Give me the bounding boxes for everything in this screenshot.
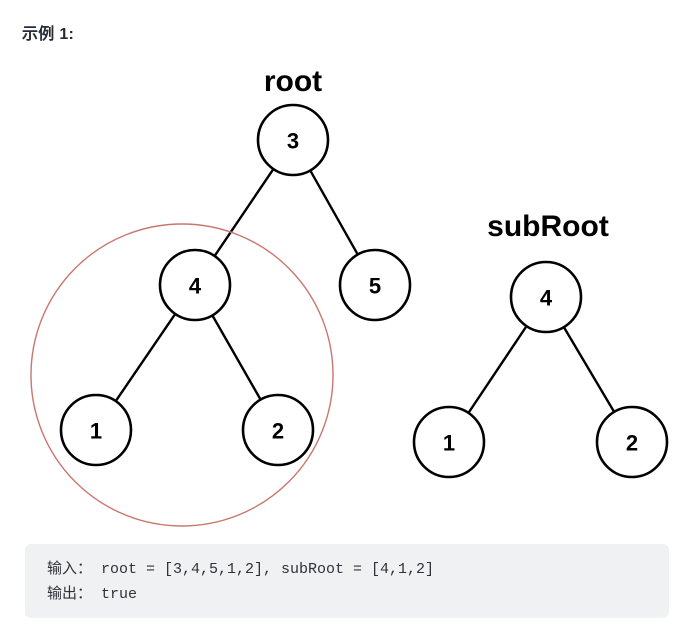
node-value-s4: 4: [540, 286, 553, 311]
tree-node-r5: 5: [338, 248, 412, 322]
input-line: 输入： root = [3,4,5,1,2], subRoot = [4,1,2…: [47, 561, 435, 578]
tree-node-r1: 1: [59, 393, 133, 467]
node-value-r3: 3: [287, 129, 299, 154]
node-circle-s1: [412, 405, 486, 479]
page-title: 示例 1:: [22, 26, 75, 43]
highlight-layer: [30, 223, 334, 527]
node-value-r2: 2: [272, 419, 284, 444]
matched-subtree-highlight: [30, 223, 334, 527]
output-line: 输出： true: [47, 586, 138, 603]
example-io-block: 输入： root = [3,4,5,1,2], subRoot = [4,1,2…: [25, 544, 669, 618]
node-circle-r3: [256, 103, 330, 177]
node-circle-s2: [595, 405, 669, 479]
tree-node-s4: 4: [509, 260, 583, 334]
subroot-tree-label: subRoot: [487, 210, 609, 243]
tree-labels-layer: root subRoot: [264, 65, 609, 243]
node-value-r5: 5: [369, 274, 381, 299]
binary-tree-diagram: 3 4 5 1 2 4 1 2 root subRoot: [30, 65, 669, 527]
node-circle-r1: [59, 393, 133, 467]
tree-edge-r4-r2: [210, 313, 263, 402]
node-circle-r5: [338, 248, 412, 322]
tree-edge-r3-r4: [212, 166, 276, 259]
tree-node-r4: 4: [158, 248, 232, 322]
node-value-s1: 1: [443, 431, 455, 456]
tree-edge-r3-r5: [308, 168, 360, 257]
edges-layer: [113, 166, 616, 415]
tree-node-r3: 3: [256, 103, 330, 177]
nodes-layer: 3 4 5 1 2 4 1 2: [59, 103, 669, 479]
node-value-r4: 4: [189, 274, 202, 299]
node-circle-s4: [509, 260, 583, 334]
node-value-r1: 1: [90, 419, 102, 444]
diagram-canvas: 3 4 5 1 2 4 1 2 root subRoot: [30, 65, 669, 527]
tree-edge-r4-r1: [113, 311, 178, 404]
node-circle-r2: [241, 393, 315, 467]
tree-node-r2: 2: [241, 393, 315, 467]
node-value-s2: 2: [626, 431, 638, 456]
node-circle-r4: [158, 248, 232, 322]
tree-edge-s4-s2: [562, 325, 616, 414]
root-tree-label: root: [264, 65, 322, 98]
tree-edge-s4-s1: [466, 324, 529, 415]
tree-node-s2: 2: [595, 405, 669, 479]
tree-node-s1: 1: [412, 405, 486, 479]
